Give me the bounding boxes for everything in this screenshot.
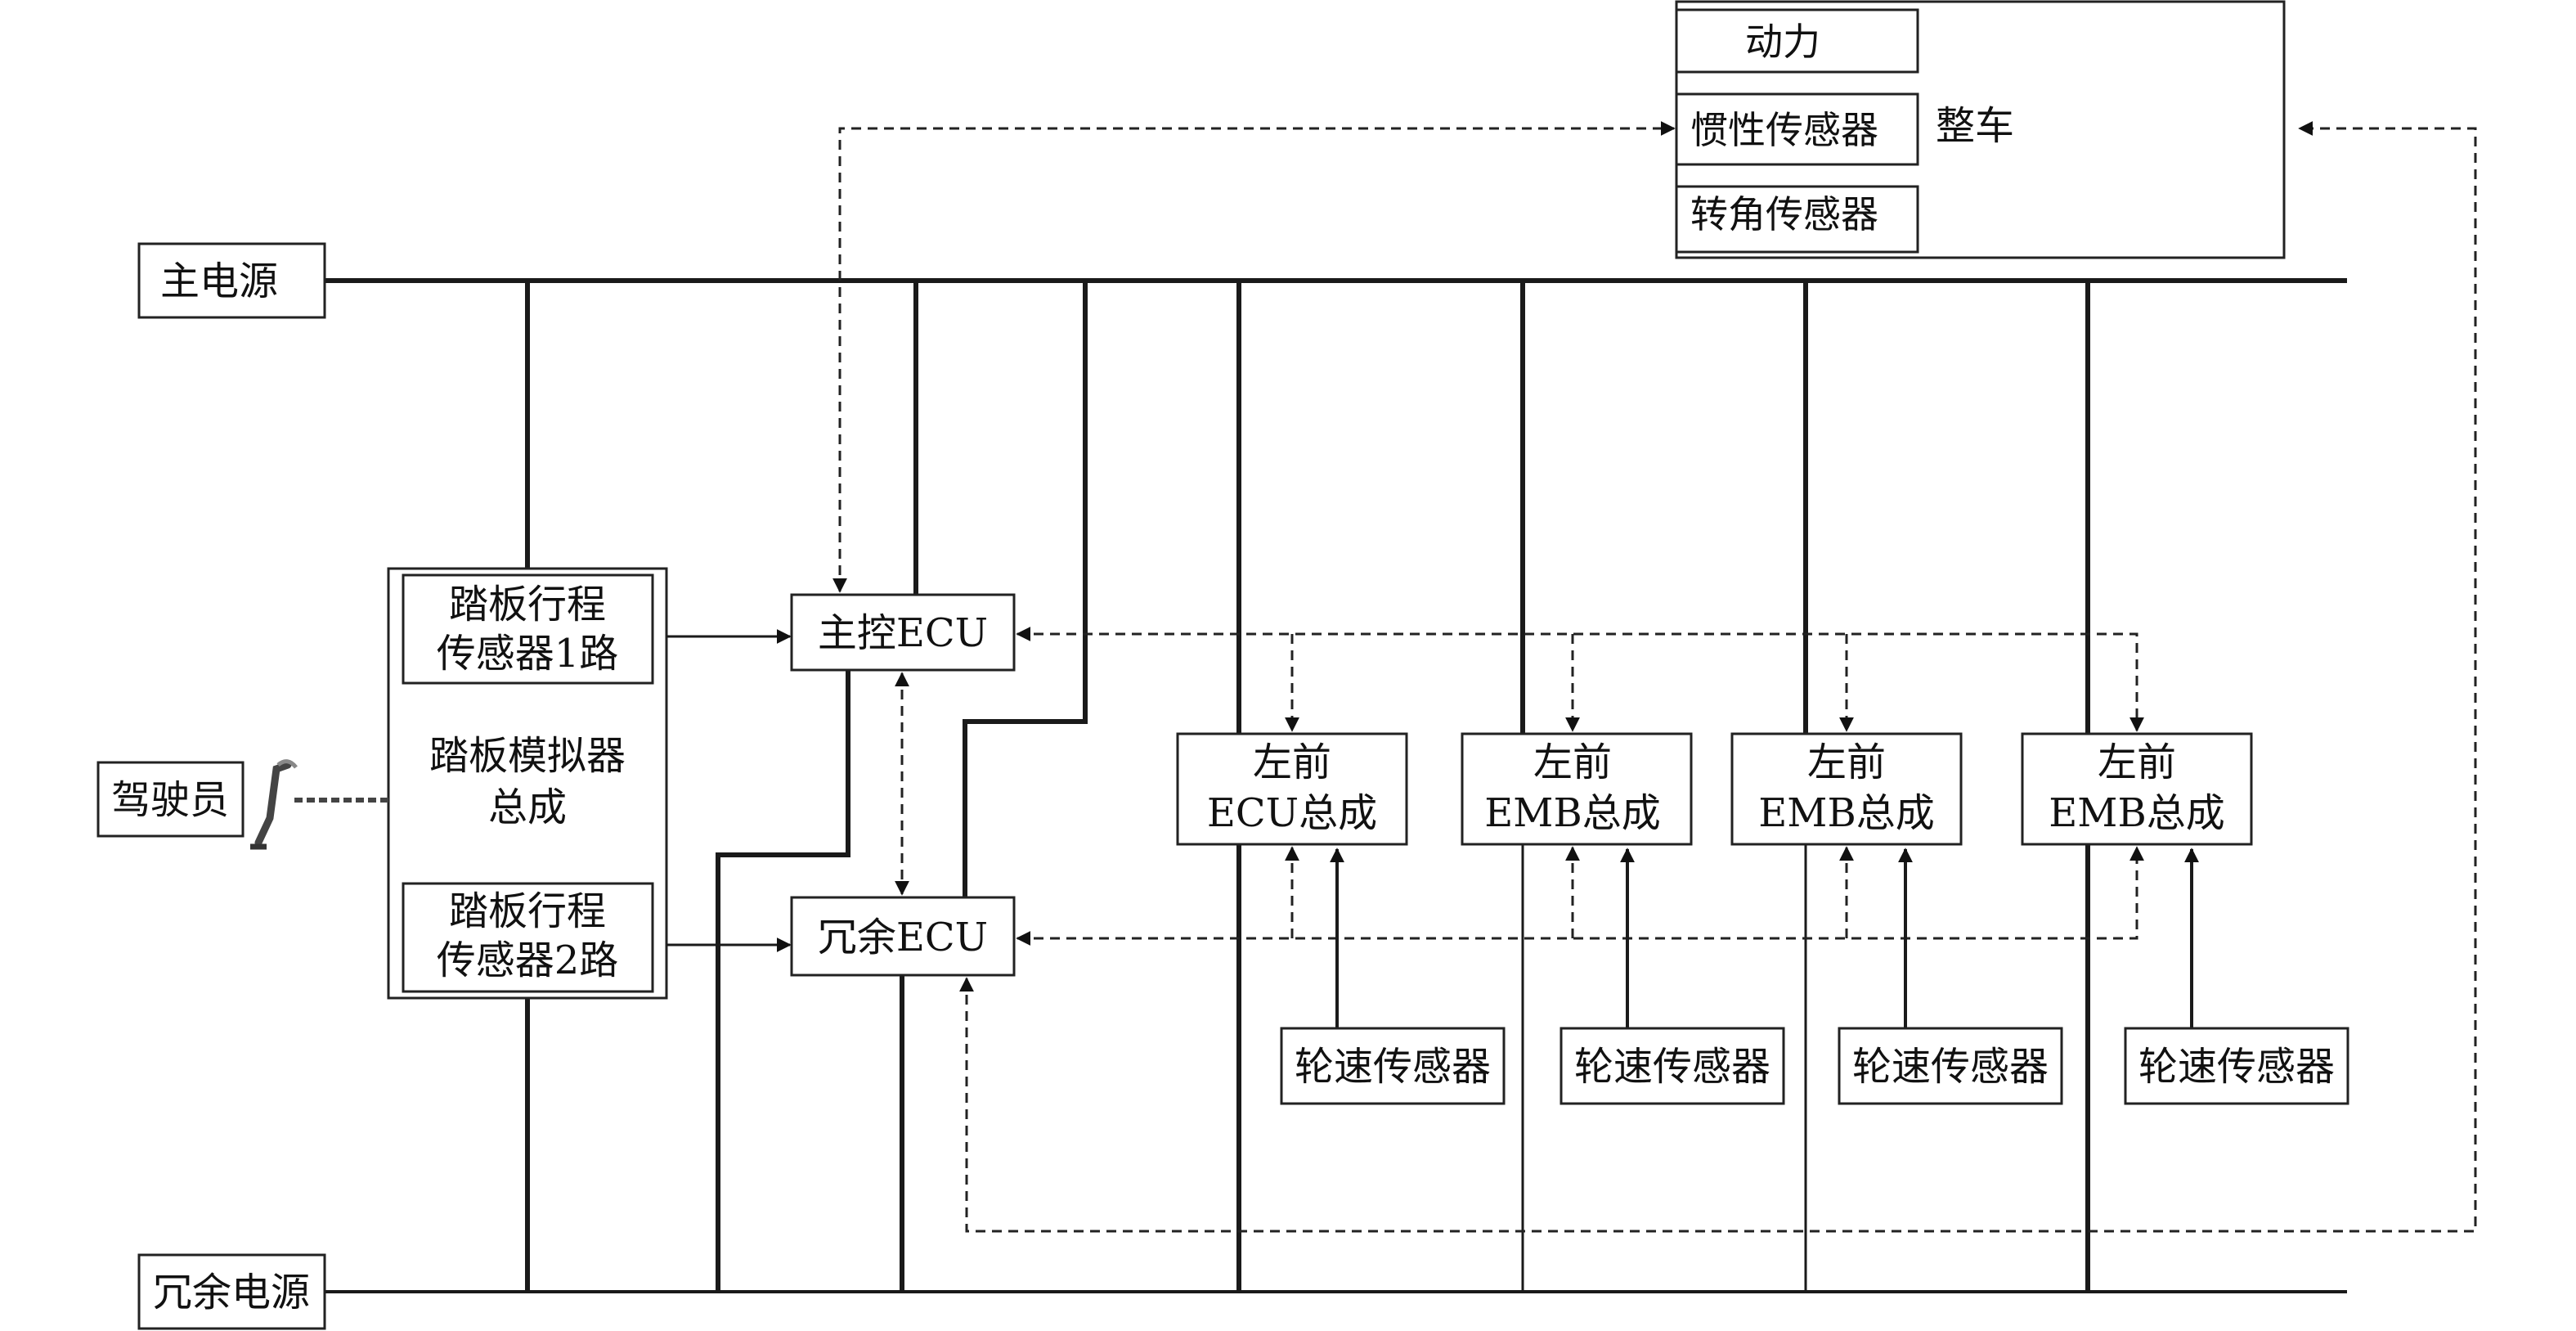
assembly-2: 左前 EMB总成 [1461, 732, 1693, 846]
vehicle-power-label: 动力 [1745, 20, 1820, 64]
main-power-box [137, 242, 326, 319]
assembly-4-line2: EMB总成 [2049, 790, 2224, 836]
redundant-ecu-comm-bus [1016, 846, 2144, 946]
brake-pedal-icon [250, 759, 388, 850]
vehicle-to-redundant-ecu-link [959, 121, 2477, 1233]
wheel-speed-sensor-2: 轮速传感器 [1560, 848, 1785, 1105]
assembly-3-line2: EMB总成 [1758, 790, 1934, 836]
vehicle-power-box [1675, 8, 1919, 74]
assembly-3: 左前 EMB总成 [1730, 732, 1963, 846]
pedal-sensor-2-line1: 踏板行程 [449, 888, 606, 934]
pedal-sensor-1-line1: 踏板行程 [449, 582, 606, 627]
wheel-speed-sensor-3: 轮速传感器 [1838, 848, 2063, 1105]
driver-box [96, 761, 245, 838]
driver-label: 驾驶员 [111, 777, 229, 823]
steering-angle-sensor-label: 转角传感器 [1690, 192, 1878, 236]
wheel-speed-sensor-4: 轮速传感器 [2124, 848, 2349, 1105]
assembly-1: 左前 ECU总成 [1176, 732, 1408, 846]
pedal-simulator-assembly: 踏板行程 传感器1路 踏板模拟器 总成 踏板行程 传感器2路 [387, 567, 668, 1000]
assembly-1-line1: 左前 [1253, 740, 1331, 785]
redundant-ecu-label: 冗余ECU [818, 915, 988, 960]
pedal-sensor-2-line2: 传感器2路 [437, 938, 619, 983]
pedal-sensor-1-line2: 传感器1路 [437, 631, 619, 677]
assembly-4: 左前 EMB总成 [2021, 732, 2253, 846]
redundant-power-box [137, 1253, 326, 1330]
assembly-2-line2: EMB总成 [1484, 790, 1660, 836]
main-power-label: 主电源 [160, 259, 278, 304]
vehicle-label: 整车 [1936, 103, 2014, 149]
wheel-speed-sensor-1: 轮速传感器 [1280, 848, 1506, 1105]
wheel-speed-sensor-1-label: 轮速传感器 [1295, 1044, 1491, 1090]
wheel-speed-sensor-3-label: 轮速传感器 [1852, 1044, 2049, 1090]
main-ecu-comm-bus [1016, 627, 2144, 732]
assembly-4-line1: 左前 [2098, 740, 2176, 785]
wheel-speed-sensor-4-label: 轮速传感器 [2138, 1044, 2335, 1090]
vehicle-to-main-ecu-link [832, 121, 1676, 593]
assembly-2-line1: 左前 [1533, 740, 1612, 785]
pedal-simulator-label-line1: 踏板模拟器 [429, 733, 626, 779]
pedal-sensor-2-box [402, 882, 654, 993]
assembly-3-line1: 左前 [1807, 740, 1886, 785]
wheel-speed-sensor-2-label: 轮速传感器 [1574, 1044, 1770, 1090]
vehicle-block: 动力 惯性传感器 转角传感器 整车 [1675, 0, 2286, 259]
inertial-sensor-label: 惯性传感器 [1690, 108, 1878, 152]
assembly-1-line2: ECU总成 [1207, 790, 1377, 836]
main-ecu-label: 主控ECU [818, 610, 988, 656]
redundant-power-label: 冗余电源 [153, 1270, 310, 1315]
pedal-simulator-label-line2: 总成 [488, 785, 567, 830]
pedal-sensor-1-box [402, 573, 654, 685]
